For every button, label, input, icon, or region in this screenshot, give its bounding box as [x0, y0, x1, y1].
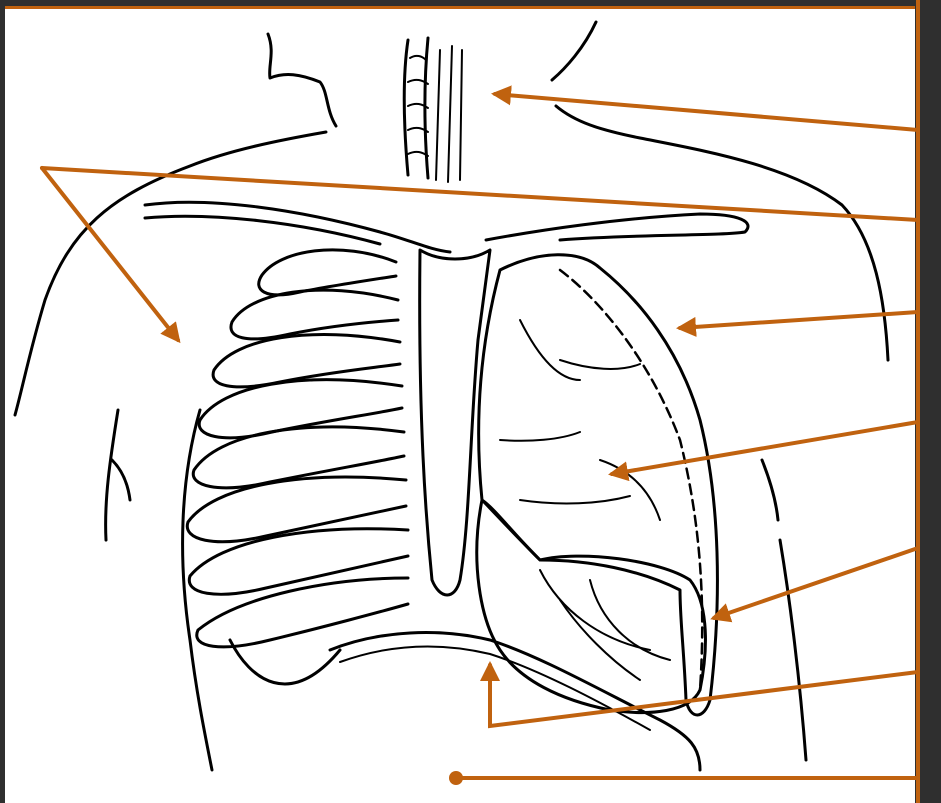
pointer-abdomen-dot [449, 771, 463, 785]
top-accent-line [5, 6, 915, 9]
